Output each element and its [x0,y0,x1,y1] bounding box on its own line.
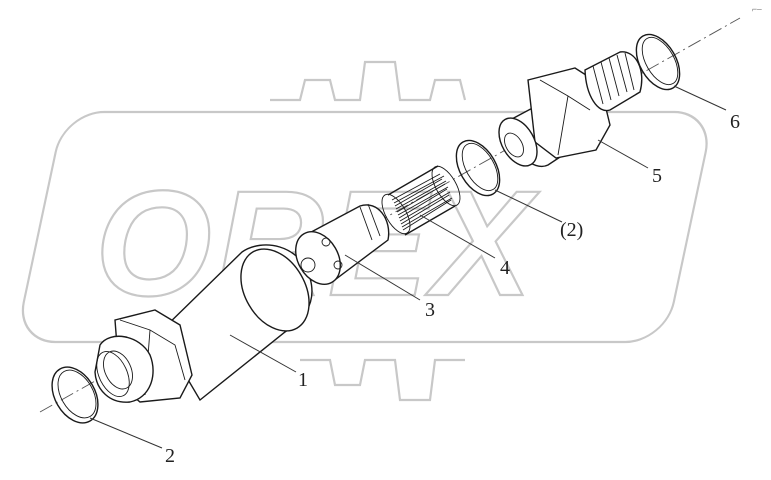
o-ring-middle [455,139,501,197]
leader-lines [89,85,727,449]
leader-3 [344,254,421,301]
callout-6: 6 [730,111,740,133]
callout-3: 3 [425,299,435,321]
callout-5: 5 [652,165,662,187]
corner-mark: ⌐– [752,4,762,14]
valve-body [94,244,313,403]
leader-2a [89,417,163,449]
callout-2: 2 [165,445,175,467]
leader-2b [494,189,563,223]
callout-2-paren: (2) [560,219,583,241]
callouts: 1 2 (2) 3 4 5 6 [165,111,740,467]
callout-4: 4 [500,257,510,279]
poppet [295,203,390,285]
leader-5 [597,139,649,169]
o-ring-bottom [51,366,99,424]
fitting [498,51,643,168]
leader-4 [419,214,496,259]
leader-6 [673,85,727,111]
leader-1 [229,334,297,373]
o-ring-top [635,33,681,91]
callout-1: 1 [298,369,308,391]
